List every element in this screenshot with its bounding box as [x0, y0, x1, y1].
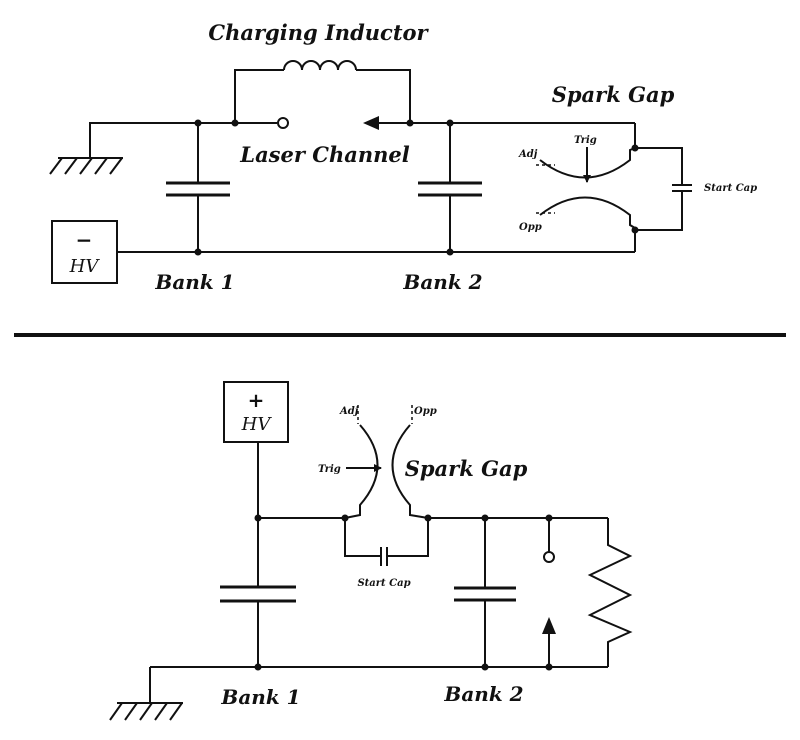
- charging-inductor: [234, 60, 411, 123]
- bottom-spark-gap-label: Spark Gap: [405, 456, 528, 481]
- bottom-circuit: + HV: [109, 381, 633, 721]
- top-hv-supply: − HV: [51, 220, 118, 284]
- bottom-hv-polarity: +: [248, 388, 265, 412]
- top-ground-icon: [49, 122, 198, 175]
- top-start-cap: [635, 147, 692, 231]
- top-start-cap-label: Start Cap: [704, 183, 757, 194]
- bottom-bank2-label: Bank 2: [443, 682, 523, 706]
- junction-dot: [545, 663, 553, 671]
- top-circuit: − HV Charging Inductor Spark Gap Laser C…: [49, 20, 757, 294]
- bottom-bank2-capacitor: [454, 518, 516, 667]
- junction-dot: [481, 514, 489, 522]
- bottom-laser-channel-arrow-icon: [542, 617, 556, 634]
- top-bank1-capacitor: [166, 123, 230, 252]
- bottom-ground-icon: [109, 667, 183, 721]
- top-adj-label: Adj: [518, 149, 538, 160]
- junction-dot: [194, 119, 202, 127]
- bottom-laser-channel: [542, 518, 556, 667]
- junction-dot: [194, 248, 202, 256]
- bottom-resistor: [587, 518, 633, 667]
- bottom-hv-supply: + HV: [223, 381, 289, 443]
- laser-channel-electrode: [277, 117, 289, 129]
- bottom-start-cap-label: Start Cap: [357, 578, 410, 589]
- laser-channel-label: Laser Channel: [239, 142, 409, 167]
- bottom-opp-label: Opp: [414, 406, 437, 417]
- laser-channel-arrow-icon: [363, 116, 379, 130]
- bottom-hv-label: HV: [241, 414, 273, 435]
- top-bank2-capacitor: [418, 123, 482, 252]
- junction-dot: [254, 663, 262, 671]
- top-hv-label: HV: [69, 256, 101, 277]
- top-spark-gap-label: Spark Gap: [552, 82, 675, 107]
- bottom-bank1-label: Bank 1: [220, 685, 300, 709]
- junction-dot: [406, 119, 414, 127]
- top-spark-gap: [536, 147, 636, 229]
- top-opp-label: Opp: [519, 222, 542, 233]
- top-hv-polarity: −: [76, 228, 93, 252]
- bottom-trig-label: Trig: [318, 464, 341, 475]
- junction-dot: [341, 514, 349, 522]
- top-bank1-label: Bank 1: [154, 270, 234, 294]
- junction-dot: [481, 663, 489, 671]
- bottom-start-cap: [344, 518, 429, 566]
- charging-inductor-label: Charging Inductor: [208, 20, 429, 45]
- junction-dot: [231, 119, 239, 127]
- junction-dot: [254, 514, 262, 522]
- junction-dot: [545, 514, 553, 522]
- top-trig-label: Trig: [574, 135, 597, 146]
- bottom-laser-channel-electrode: [543, 551, 555, 563]
- bottom-spark-gap: [344, 405, 429, 519]
- bottom-adj-label: Adj: [339, 406, 359, 417]
- junction-dot: [446, 248, 454, 256]
- top-bank2-label: Bank 2: [402, 270, 482, 294]
- junction-dot: [424, 514, 432, 522]
- junction-dot: [446, 119, 454, 127]
